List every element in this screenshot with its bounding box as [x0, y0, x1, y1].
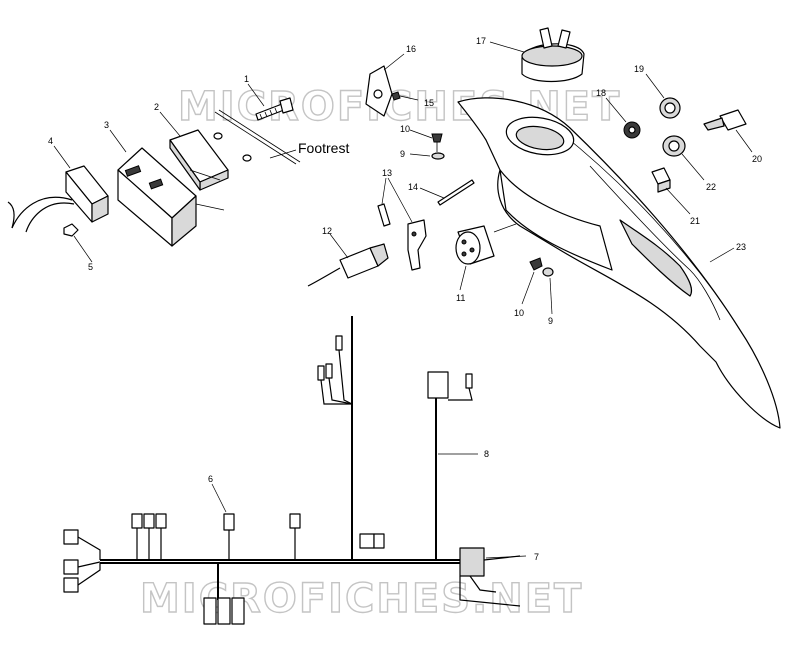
callout-21: 21 [690, 216, 700, 226]
callout-numbers: 1 2 3 4 5 6 7 8 9 10 11 12 13 14 15 16 1… [48, 36, 762, 562]
callout-1: 1 [244, 74, 249, 84]
screw-part-1 [255, 97, 294, 121]
callout-22: 22 [706, 182, 716, 192]
nut-part-5 [63, 223, 79, 237]
callout-7: 7 [534, 552, 539, 562]
dash-shroud-part-23 [457, 97, 781, 429]
callout-13: 13 [382, 168, 392, 178]
bracket-part-16 [365, 53, 405, 117]
callout-23: 23 [736, 242, 746, 252]
callout-6: 6 [208, 474, 213, 484]
screw-part-10-top [409, 129, 443, 152]
grommet-part-18 [605, 97, 641, 139]
callout-20: 20 [752, 154, 762, 164]
footrest-edge [214, 109, 301, 165]
wiring-harness-part-7 [63, 316, 527, 625]
sensor-part-12 [307, 233, 389, 287]
switch-part-21 [651, 167, 691, 215]
lever-part-13 [377, 177, 427, 271]
callout-12: 12 [322, 226, 332, 236]
cap-part-17 [489, 27, 585, 83]
screw-part-10-bottom [521, 257, 543, 305]
callout-10-top: 10 [400, 124, 410, 134]
ignition-switch-part-11 [455, 223, 517, 291]
callout-11: 11 [456, 293, 465, 303]
leaders-left [53, 83, 265, 263]
callout-8: 8 [484, 449, 489, 459]
callout-19: 19 [634, 64, 644, 74]
callout-2: 2 [154, 102, 159, 112]
spacer-plate-part-2 [169, 129, 252, 191]
callout-9-bottom: 9 [548, 316, 553, 326]
callout-18: 18 [596, 88, 606, 98]
mounting-block-part-3 [117, 147, 197, 247]
footrest-label: Footrest [298, 140, 349, 156]
callout-16: 16 [406, 44, 416, 54]
switch-housing-part-4 [7, 165, 109, 233]
washer-part-9-bottom [542, 267, 554, 315]
washer-part-9-top [409, 152, 445, 160]
ring-part-22 [662, 135, 705, 181]
key-part-20 [703, 109, 753, 153]
ring-part-19 [645, 73, 681, 119]
callout-17: 17 [476, 36, 486, 46]
callout-15: 15 [424, 98, 434, 108]
clip-part-15 [391, 91, 419, 101]
callout-10-bottom: 10 [514, 308, 524, 318]
callout-4: 4 [48, 136, 53, 146]
rod-part-14 [419, 179, 475, 206]
callout-9-top: 9 [400, 149, 405, 159]
callout-3: 3 [104, 120, 109, 130]
callout-5: 5 [88, 262, 93, 272]
watermark-top: MICROFICHES.NET [178, 84, 621, 130]
callout-14: 14 [408, 182, 418, 192]
